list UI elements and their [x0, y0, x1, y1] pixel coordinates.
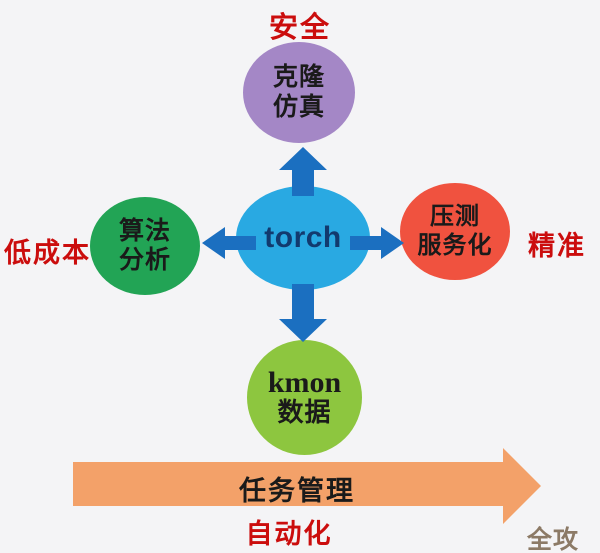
node-clone-simulation: 克隆 仿真: [243, 42, 355, 143]
node-stress-test-service-label: 压测 服务化: [417, 203, 493, 259]
task-management-label: 任务管理: [239, 476, 355, 506]
node-torch-label: torch: [264, 221, 342, 254]
node-stress-test-service: 压测 服务化: [400, 183, 510, 280]
node-kmon-label-en: kmon: [267, 365, 342, 399]
node-algorithm-analysis-label: 算法 分析: [118, 216, 171, 275]
node-clone-simulation-label: 克隆 仿真: [272, 63, 325, 121]
axis-label-low-cost: 低成本: [4, 238, 91, 268]
node-torch-center: torch: [236, 186, 370, 290]
axis-label-precision: 精准: [528, 231, 586, 261]
arrow-down-icon: [279, 284, 327, 342]
axis-label-automation: 自动化: [245, 519, 333, 549]
axis-label-security: 安全: [268, 12, 331, 44]
node-algorithm-analysis: 算法 分析: [90, 197, 200, 295]
node-kmon-data: kmon 数据: [247, 340, 362, 455]
node-kmon-label-cn: 数据: [277, 397, 332, 428]
watermark-text: 全攻略: [527, 526, 580, 553]
